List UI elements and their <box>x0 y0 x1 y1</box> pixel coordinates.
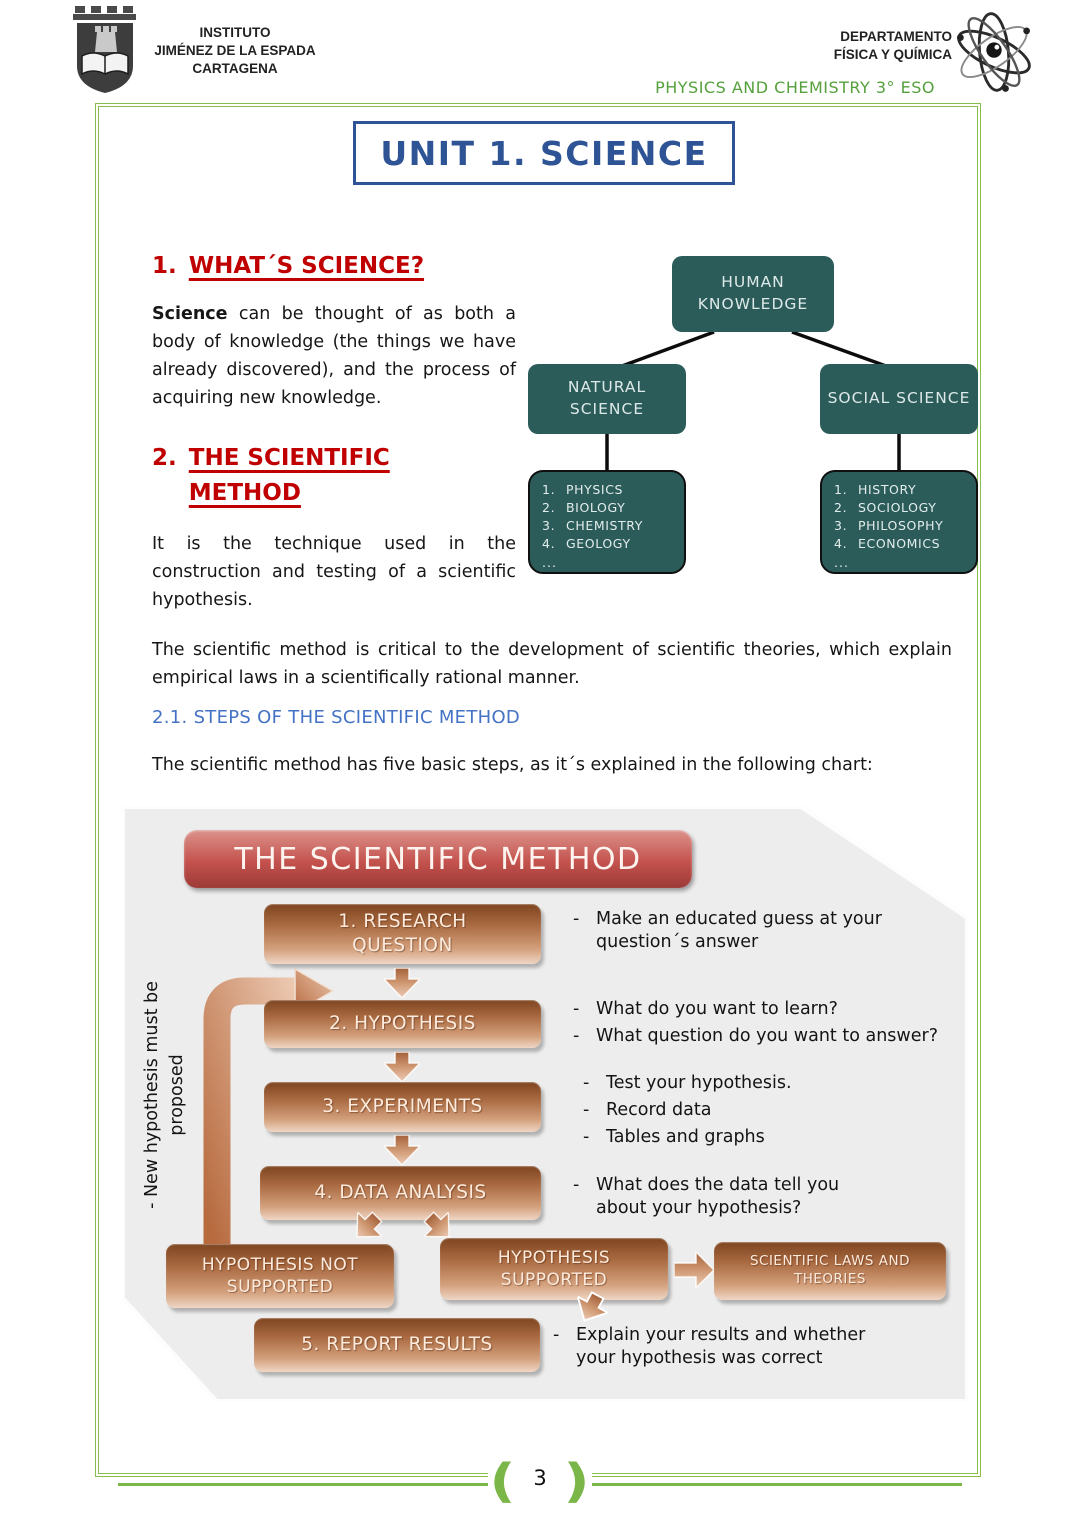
step2-box: 2. HYPOTHESIS <box>264 1000 541 1048</box>
hypothesis-not-supported-box: HYPOTHESIS NOT SUPPORTED <box>166 1244 394 1308</box>
scientific-laws-label: SCIENTIFIC LAWS AND THEORIES <box>749 1253 911 1287</box>
step1-bullets: Make an educated guess at your question´… <box>570 908 900 958</box>
bullet-item: Make an educated guess at your question´… <box>570 908 900 954</box>
natural-science-list: PHYSICS BIOLOGY CHEMISTRY GEOLOGY ... <box>528 470 686 574</box>
section2-paragraph: It is the technique used in the construc… <box>152 534 516 610</box>
page-number-bracket-right: ) <box>563 1454 590 1508</box>
scientific-laws-box: SCIENTIFIC LAWS AND THEORIES <box>714 1242 946 1300</box>
list-item: ECONOMICS <box>858 536 941 552</box>
social-science-label: SOCIAL SCIENCE <box>827 389 971 408</box>
section1-lead-word: Science <box>152 304 228 324</box>
arrow-right-icon <box>674 1252 714 1288</box>
list-item: SOCIOLOGY <box>858 500 937 516</box>
section2-number: 2. <box>152 445 177 471</box>
step5-bullets: Explain your results and whether your hy… <box>550 1324 910 1374</box>
natural-science-label: NATURAL SCIENCE <box>567 378 647 418</box>
institute-name: INSTITUTO JIMÉNEZ DE LA ESPADA CARTAGENA <box>128 24 342 79</box>
section2-heading: 2. THE SCIENTIFIC METHOD <box>152 441 532 510</box>
step3-label: 3. EXPERIMENTS <box>322 1095 483 1117</box>
section1-paragraph: Science can be thought of as both a body… <box>152 300 516 412</box>
section2-paragraph2: The scientific method is critical to the… <box>152 640 952 688</box>
human-knowledge-label: HUMAN KNOWLEDGE <box>697 273 809 313</box>
department-line2: FÍSICA Y QUÍMICA <box>833 47 952 63</box>
step4-label: 4. DATA ANALYSIS <box>314 1181 487 1203</box>
bullet-item: Tables and graphs <box>580 1126 920 1149</box>
bullet-item: Test your hypothesis. <box>580 1072 920 1095</box>
footer-rule-left <box>118 1483 490 1486</box>
step1-label: 1. RESEARCH QUESTION <box>338 910 467 956</box>
knowledge-diagram: HUMAN KNOWLEDGE NATURAL SCIENCE SOCIAL S… <box>528 252 980 578</box>
section1-heading-text: WHAT´S SCIENCE? <box>188 253 425 279</box>
page-number: 3 <box>533 1466 547 1490</box>
step4-bullets: What does the data tell you about your h… <box>570 1174 890 1224</box>
section21-paragraph: The scientific method has five basic ste… <box>152 755 873 775</box>
step3-box: 3. EXPERIMENTS <box>264 1082 541 1132</box>
human-knowledge-box: HUMAN KNOWLEDGE <box>672 256 834 332</box>
section2-heading-text: THE SCIENTIFIC METHOD <box>188 445 390 506</box>
school-shield-logo <box>73 6 136 93</box>
unit-title: UNIT 1. SCIENCE <box>353 121 735 185</box>
section1-number: 1. <box>152 253 177 279</box>
list-item: GEOLOGY <box>566 536 631 552</box>
arrow-split-right-icon <box>422 1210 450 1238</box>
list-item: CHEMISTRY <box>566 518 643 534</box>
social-science-box: SOCIAL SCIENCE <box>820 364 978 434</box>
section1-heading: 1. WHAT´S SCIENCE? <box>152 249 424 284</box>
atom-icon <box>957 12 1031 92</box>
natural-science-box: NATURAL SCIENCE <box>528 364 686 434</box>
diagram-connector-lines <box>605 330 901 470</box>
list-item: PHILOSOPHY <box>858 518 944 534</box>
arrow-down-icon <box>384 968 420 998</box>
list-item: HISTORY <box>858 482 917 497</box>
unit-title-text: UNIT 1. SCIENCE <box>380 133 708 173</box>
section21-heading: 2.1. STEPS OF THE SCIENTIFIC METHOD <box>152 707 521 728</box>
flowchart-title-banner: THE SCIENTIFIC METHOD <box>184 830 692 888</box>
page-number-bracket-left: ( <box>489 1454 516 1508</box>
course-subject-label: PHYSICS AND CHEMISTRY 3° ESO <box>655 78 935 97</box>
bullet-item: What question do you want to answer? <box>570 1025 970 1048</box>
footer-rule-right <box>590 1483 962 1486</box>
hypothesis-not-supported-label: HYPOTHESIS NOT SUPPORTED <box>201 1254 359 1297</box>
step4-box: 4. DATA ANALYSIS <box>260 1166 541 1220</box>
list-ellipsis: ... <box>834 554 849 570</box>
section1-paragraph-text: can be thought of as both a body of know… <box>152 304 516 408</box>
flowchart-title-text: THE SCIENTIFIC METHOD <box>234 841 642 877</box>
step5-box: 5. REPORT RESULTS <box>254 1318 540 1372</box>
step2-label: 2. HYPOTHESIS <box>329 1012 476 1034</box>
institute-line3: CARTAGENA <box>192 61 278 77</box>
list-item: PHYSICS <box>566 482 624 497</box>
bullet-item: Explain your results and whether your hy… <box>550 1324 910 1370</box>
hypothesis-supported-label: HYPOTHESIS SUPPORTED <box>497 1247 611 1290</box>
arrow-down-icon <box>576 1291 611 1322</box>
arrow-down-icon <box>384 1135 420 1165</box>
step5-label: 5. REPORT RESULTS <box>301 1333 493 1355</box>
hypothesis-supported-box: HYPOTHESIS SUPPORTED <box>440 1238 668 1300</box>
institute-line1: INSTITUTO <box>199 25 271 40</box>
bullet-item: Record data <box>580 1099 920 1122</box>
bullet-item: What do you want to learn? <box>570 998 970 1021</box>
arrow-down-icon <box>384 1052 420 1082</box>
list-item: BIOLOGY <box>566 500 626 516</box>
step2-bullets: What do you want to learn? What question… <box>570 998 970 1052</box>
loop-arrow-label: - New hypothesis must be proposed <box>142 981 188 1209</box>
department-name: DEPARTAMENTO FÍSICA Y QUÍMICA <box>730 28 952 64</box>
institute-line2: JIMÉNEZ DE LA ESPADA <box>154 43 316 59</box>
step3-bullets: Test your hypothesis. Record data Tables… <box>580 1072 920 1153</box>
social-science-list: HISTORY SOCIOLOGY PHILOSOPHY ECONOMICS .… <box>820 470 978 574</box>
arrow-split-left-icon <box>356 1210 384 1238</box>
department-line1: DEPARTAMENTO <box>840 29 952 44</box>
page-number-backdrop <box>488 1460 592 1506</box>
list-ellipsis: ... <box>542 554 557 570</box>
step1-box: 1. RESEARCH QUESTION <box>264 904 541 964</box>
scientific-method-flowchart: THE SCIENTIFIC METHOD - New hypothesis m… <box>122 806 968 1402</box>
bullet-item: What does the data tell you about your h… <box>570 1174 890 1220</box>
